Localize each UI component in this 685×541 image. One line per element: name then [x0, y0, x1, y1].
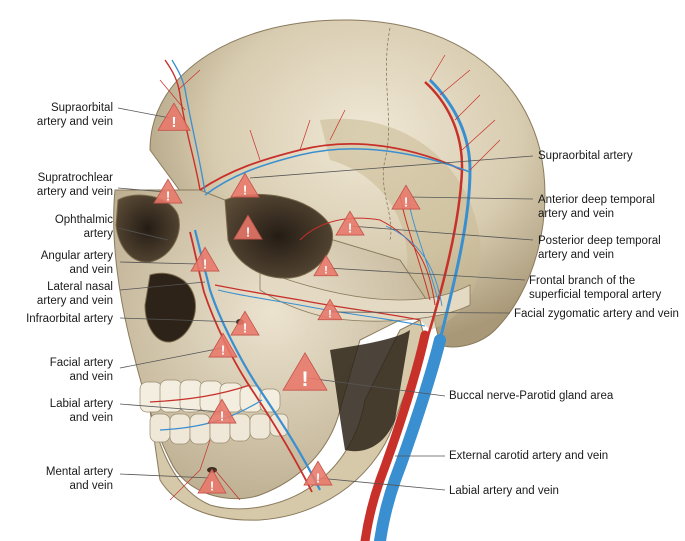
- warning-exclamation-icon: !: [220, 408, 224, 423]
- warning-exclamation-icon: !: [328, 308, 332, 320]
- ramus-shadow: [330, 330, 410, 452]
- supraorbital-vein-line: [171, 59, 206, 193]
- label-facial-zygomatic-artery-and-vein: Facial zygomatic artery and vein: [514, 308, 679, 320]
- warning-triangle-icon: [335, 210, 365, 236]
- frontal-branch-artery: [199, 143, 463, 191]
- zygomatic-arch: [259, 269, 471, 322]
- warning-triangle-icon: [233, 214, 263, 240]
- label-labial-artery-and-vein-right: Labial artery and vein: [449, 485, 559, 497]
- label-supraorbital-artery: Supraorbital artery: [538, 150, 633, 162]
- warning-exclamation-icon: !: [172, 114, 177, 131]
- superficial-temporal-artery: [424, 81, 464, 337]
- warning-exclamation-icon: !: [316, 470, 320, 485]
- warning-exclamation-icon: !: [203, 256, 207, 271]
- warning-exclamation-icon: !: [243, 182, 247, 197]
- label-ophthalmic-artery: Ophthalmic artery: [54, 214, 113, 240]
- frontal-branch-vein: [204, 148, 471, 196]
- warning-exclamation-icon: !: [246, 224, 250, 239]
- warning-triangle-icon: [230, 172, 260, 198]
- warning-markers: !!!!!!!!!!!!!!!: [153, 102, 421, 494]
- nasal-aperture: [144, 272, 196, 343]
- label-supraorbital-artery-and-vein: Supraorbital artery and vein: [36, 102, 113, 128]
- label-anterior-deep-temporal: Anterior deep temporal artery and vein: [538, 194, 655, 220]
- label-angular-artery-and-vein: Angular artery and vein: [40, 250, 113, 276]
- external-carotid-artery: [360, 330, 430, 541]
- warning-exclamation-icon: !: [404, 194, 408, 209]
- coronal-suture: [382, 27, 392, 241]
- label-labial-artery-and-vein-left: Labial artery and vein: [49, 398, 113, 424]
- warning-exclamation-icon: !: [348, 220, 352, 235]
- warning-triangle-icon: [391, 184, 421, 210]
- warning-triangle-icon: [303, 460, 333, 486]
- warning-exclamation-icon: !: [221, 342, 225, 357]
- warning-triangle-icon: [282, 352, 328, 391]
- warning-triangle-icon: [317, 298, 343, 321]
- upper-teeth: [139, 379, 281, 413]
- warning-triangle-icon: [230, 310, 260, 336]
- label-mental-artery-and-vein: Mental artery and vein: [45, 466, 113, 492]
- warning-triangle-icon: [190, 246, 220, 272]
- temporal-region: [320, 118, 481, 330]
- warning-triangle-icon: [157, 102, 191, 131]
- transverse-facial-artery: [214, 284, 421, 321]
- label-facial-artery-and-vein: Facial artery and vein: [49, 357, 113, 383]
- minor-branches: [159, 54, 501, 501]
- warning-exclamation-icon: !: [210, 478, 214, 493]
- label-infraorbital-artery: Infraorbital artery: [26, 313, 113, 325]
- labial-branch: [149, 384, 251, 403]
- right-orbit: [224, 193, 334, 279]
- left-orbit: [115, 194, 180, 263]
- warning-triangle-icon: [207, 398, 237, 424]
- warning-exclamation-icon: !: [243, 320, 247, 335]
- warning-triangle-icon: [313, 254, 339, 277]
- warning-exclamation-icon: !: [166, 188, 170, 203]
- warning-exclamation-icon: !: [302, 368, 309, 391]
- label-supratrochlear-artery-and-vein: Supratrochlear artery and vein: [36, 172, 113, 198]
- label-buccal-nerve-parotid: Buccal nerve-Parotid gland area: [449, 390, 614, 402]
- label-posterior-deep-temporal: Posterior deep temporal artery and vein: [538, 235, 661, 261]
- warning-triangle-icon: [197, 468, 227, 494]
- superficial-temporal-vein: [428, 78, 472, 341]
- external-carotid-vein: [374, 334, 446, 541]
- warning-triangle-icon: [208, 332, 238, 358]
- label-lateral-nasal-artery-and-vein: Lateral nasal artery and vein: [36, 281, 113, 307]
- transverse-facial-vein: [217, 289, 426, 327]
- label-external-carotid-artery-and-vein: External carotid artery and vein: [449, 450, 609, 462]
- warning-exclamation-icon: !: [324, 264, 328, 276]
- label-frontal-branch-superficial-temporal: Frontal branch of the superficial tempor…: [529, 275, 662, 301]
- supraorbital-artery-line: [164, 59, 201, 191]
- warning-triangle-icon: [153, 178, 183, 204]
- leader-lines: [117, 107, 534, 491]
